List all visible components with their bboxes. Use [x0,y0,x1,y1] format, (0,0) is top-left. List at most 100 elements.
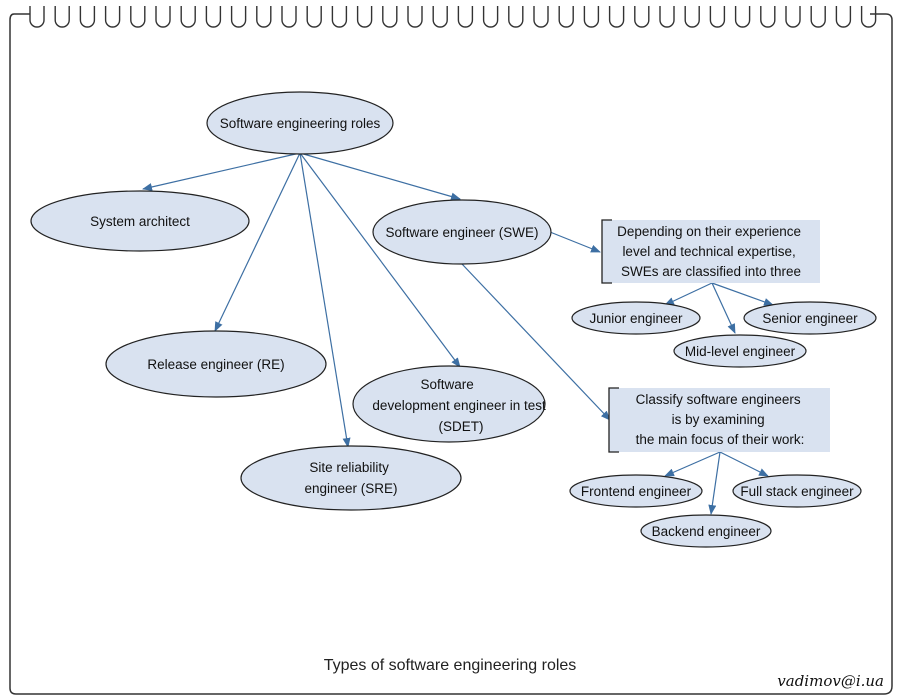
spiral-ring [634,6,650,28]
spiral-ring [29,6,45,28]
node-release-engineer: Release engineer (RE) [105,330,327,398]
node-backend-engineer: Backend engineer [640,514,772,548]
svg-text:Mid-level engineer: Mid-level engineer [685,344,796,359]
focus-box: Classify software engineers is by examin… [608,387,830,453]
spiral-ring [54,6,70,28]
spiral-ring [785,6,801,28]
arrow-root-to-system-architect [142,152,301,191]
arrow-experience-to-junior [664,282,713,306]
node-label: Software engineer (SWE) [385,225,538,240]
spiral-ring [256,6,272,28]
node-full-stack-engineer: Full stack engineer [732,474,862,508]
spiral-ring [432,6,448,28]
node-label: Mid-level engineer [685,344,796,359]
node-label-line: Software [420,377,473,392]
node-senior-engineer: Senior engineer [743,301,877,335]
box-line: the main focus of their work: [636,432,805,447]
spiral-ring [810,6,826,28]
spiral-ring [684,6,700,28]
diagram-caption: Types of software engineering roles [323,657,577,674]
node-label: Junior engineer [589,311,683,326]
node-root: Software engineering roles [206,91,394,155]
svg-text:Backend engineer: Backend engineer [652,524,761,539]
spiral-ring [205,6,222,28]
node-sdet: Software development engineer in test (S… [352,365,546,443]
svg-text:Full stack engineer: Full stack engineer [740,484,854,499]
box-line: is by examining [672,412,765,427]
notebook-frame [9,6,893,695]
spiral-ring [558,6,574,28]
spiral-ring [281,6,297,28]
svg-text:Software engineering roles: Software engineering roles [220,116,381,131]
box-line: level and technical expertise, [622,244,795,259]
svg-text:Junior engineer: Junior engineer [589,311,683,326]
spiral-ring [659,6,675,28]
svg-text:Site reliability enginee: Site reliability engineer (SRE) [304,460,397,496]
spiral-ring [457,6,474,28]
box-line: SWEs are classified into three [621,264,801,279]
svg-text:Classify software engineers: Classify software engineers is by examin… [636,392,805,447]
node-label-line: Site reliability [309,460,389,475]
svg-text:Senior engineer: Senior engineer [762,311,858,326]
node-label-line: engineer (SRE) [304,481,397,496]
spiral-binding [29,6,877,28]
spiral-ring [180,6,196,28]
arrow-focus-to-frontend [664,451,721,477]
arrow-swe-to-focus [461,263,611,421]
node-frontend-engineer: Frontend engineer [569,474,703,508]
svg-text:Release engineer (RE): Release engineer (RE) [147,357,284,372]
author-credit: vadimov@i.ua [777,672,884,690]
node-label: Full stack engineer [740,484,854,499]
spiral-ring [533,6,549,28]
node-label: Backend engineer [652,524,761,539]
svg-text:Software engineer (SWE): Software engineer (SWE) [385,225,538,240]
arrow-root-to-sdet [299,152,461,368]
node-label-line: (SDET) [439,419,484,434]
spiral-ring [407,6,423,28]
spiral-ring [306,6,322,28]
spiral-ring [482,6,499,28]
node-label: System architect [90,214,190,229]
node-swe: Software engineer (SWE) [372,199,552,265]
node-junior-engineer: Junior engineer [571,301,701,335]
svg-text:System architect: System architect [90,214,190,229]
spiral-ring [331,6,348,28]
spiral-ring [130,6,146,28]
arrow-root-to-swe [299,152,461,201]
arrow-experience-to-mid [711,282,736,334]
spiral-ring [230,6,247,28]
spiral-ring [583,6,600,28]
spiral-ring [860,6,877,28]
arrow-root-to-sre [299,152,351,448]
spiral-ring [356,6,373,28]
arrow-swe-to-experience [549,231,601,253]
spiral-ring [79,6,96,28]
spiral-ring [155,6,171,28]
box-line: Depending on their experience [617,224,801,239]
spiral-ring [508,6,524,28]
node-label: Software engineering roles [220,116,381,131]
connector-arrows [142,152,774,515]
arrow-focus-to-fullstack [719,451,769,477]
spiral-ring [835,6,852,28]
spiral-ring [104,6,121,28]
svg-text:Depending on their experience: Depending on their experience level and … [617,224,805,279]
spiral-ring [760,6,776,28]
node-mid-level-engineer: Mid-level engineer [673,334,807,368]
svg-text:Frontend engineer: Frontend engineer [581,484,692,499]
box-line: Classify software engineers [636,392,801,407]
node-sre: Site reliability engineer (SRE) [240,445,462,511]
spiral-ring [709,6,726,28]
spiral-ring [608,6,625,28]
node-system-architect: System architect [30,190,250,252]
node-label: Frontend engineer [581,484,692,499]
spiral-ring [734,6,751,28]
node-label: Release engineer (RE) [147,357,284,372]
arrow-root-to-release [214,152,301,332]
node-label-line: development engineer in test [372,398,546,413]
arrow-experience-to-senior [711,282,774,306]
experience-box: Depending on their experience level and … [601,219,820,284]
arrow-focus-to-backend [708,451,721,515]
spiral-ring [382,6,398,28]
